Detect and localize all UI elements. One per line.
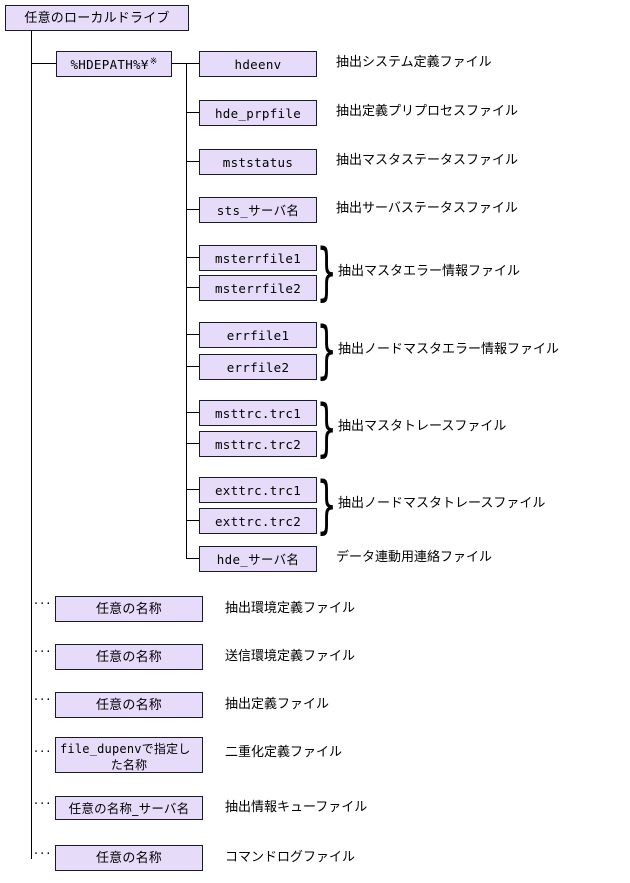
group-description: 抽出マスタトレースファイル: [338, 419, 507, 434]
connector-line: [186, 443, 199, 444]
file-node-label: sts_サーバ名: [216, 202, 300, 218]
group-brace: }: [319, 475, 335, 536]
user-named-node-6[interactable]: 任意の名称: [55, 845, 203, 871]
connector-line: [186, 366, 199, 367]
file-node-label: mststatus: [222, 154, 294, 170]
group-description: 抽出ノードマスタトレースファイル: [338, 496, 546, 511]
group-brace: }: [319, 398, 335, 459]
dotted-connector: ···: [34, 693, 53, 708]
file-node-errfile2[interactable]: errfile2: [199, 354, 317, 380]
file-node-label: msterrfile2: [214, 280, 302, 296]
file-node-msterrfile1[interactable]: msterrfile1: [199, 245, 317, 271]
dotted-connector: ···: [34, 597, 53, 612]
root-node-label: 任意のローカルドライブ: [24, 10, 170, 26]
file-node-label: errfile2: [226, 359, 290, 375]
group-description: 抽出ノードマスタエラー情報ファイル: [338, 342, 560, 357]
file-node-label: hdeenv: [234, 56, 282, 72]
connector-line: [186, 489, 199, 490]
file-description: 送信環境定義ファイル: [225, 649, 356, 664]
user-named-node-label: 任意の名称: [95, 649, 162, 665]
footnote-marker: ※: [149, 57, 158, 68]
file-node-label: msttrc.trc1: [214, 405, 302, 421]
hdepath-branch-line: [31, 63, 56, 64]
connector-line: [186, 161, 199, 162]
file-node-label: msttrc.trc2: [214, 436, 302, 452]
dotted-connector: ···: [34, 645, 53, 660]
user-named-node-3[interactable]: 任意の名称: [55, 692, 203, 718]
file-node-mststatus[interactable]: mststatus: [199, 149, 317, 175]
dotted-connector: ···: [34, 847, 53, 862]
connector-line: [186, 63, 199, 64]
connector-line: [186, 334, 199, 335]
file-node-label: hde_prpfile: [214, 105, 302, 121]
file-description: 抽出情報キューファイル: [225, 800, 368, 815]
connector-line: [186, 558, 199, 559]
file-node-sts-server[interactable]: sts_サーバ名: [199, 197, 317, 223]
connector-line: [186, 112, 199, 113]
connector-line: [186, 520, 199, 521]
group-description: 抽出マスタエラー情報ファイル: [338, 264, 521, 279]
file-description: 抽出マスタステータスファイル: [336, 153, 519, 168]
file-node-msttrc-trc2[interactable]: msttrc.trc2: [199, 431, 317, 457]
connector-line: [186, 209, 199, 210]
file-description: 抽出定義ファイル: [225, 697, 330, 712]
user-named-node-1[interactable]: 任意の名称: [55, 596, 203, 622]
file-node-label: hde_サーバ名: [216, 551, 300, 567]
file-node-msterrfile2[interactable]: msterrfile2: [199, 275, 317, 301]
file-description: 抽出サーバステータスファイル: [336, 201, 518, 216]
file-description: コマンドログファイル: [225, 850, 356, 865]
dotted-connector: ···: [34, 797, 53, 812]
file-node-label: exttrc.trc1: [214, 482, 302, 498]
file-node-msttrc-trc1[interactable]: msttrc.trc1: [199, 400, 317, 426]
file-description: 抽出システム定義ファイル: [336, 55, 492, 70]
file-node-errfile1[interactable]: errfile1: [199, 322, 317, 348]
user-named-node-label-line2: た名称: [110, 758, 148, 772]
group-brace: }: [319, 320, 335, 382]
user-named-node-label: 任意の名称: [95, 850, 162, 866]
root-trunk-line: [31, 31, 32, 859]
group-brace: }: [319, 243, 335, 303]
connector-line: [186, 412, 199, 413]
file-node-exttrc-trc2[interactable]: exttrc.trc2: [199, 508, 317, 534]
user-named-node-5[interactable]: 任意の名称_サーバ名: [55, 796, 203, 820]
file-node-exttrc-trc1[interactable]: exttrc.trc1: [199, 477, 317, 503]
user-named-node-label: 任意の名称: [95, 601, 162, 617]
file-node-hdeenv[interactable]: hdeenv: [199, 51, 317, 77]
file-node-hde_prpfile[interactable]: hde_prpfile: [199, 100, 317, 126]
dotted-connector: ···: [34, 745, 53, 760]
hdepath-trunk-line: [186, 63, 187, 558]
file-node-hde-server[interactable]: hde_サーバ名: [199, 546, 317, 572]
user-named-node-label: 任意の名称: [95, 697, 162, 713]
root-node-box[interactable]: 任意のローカルドライブ: [5, 5, 189, 31]
connector-line: [186, 257, 199, 258]
user-named-node-label-line1: file_dupenvで指定し: [60, 742, 191, 756]
connector-line: [186, 287, 199, 288]
file-node-label: errfile1: [226, 327, 290, 343]
user-named-node-label: 任意の名称_サーバ名: [68, 800, 190, 816]
file-description: 抽出環境定義ファイル: [225, 601, 356, 616]
file-node-label: exttrc.trc2: [214, 513, 302, 529]
file-description: データ連動用連絡ファイル: [336, 550, 493, 565]
file-description: 抽出定義プリプロセスファイル: [336, 104, 519, 119]
hdepath-node-box[interactable]: %HDEPATH%¥※: [56, 51, 172, 77]
hdepath-stub-line: [172, 63, 186, 64]
hdepath-node-label: %HDEPATH%¥※: [70, 57, 158, 73]
file-node-label: msterrfile1: [214, 250, 302, 266]
file-description: 二重化定義ファイル: [225, 745, 343, 760]
user-named-node-2[interactable]: 任意の名称: [55, 644, 203, 670]
user-named-node-4[interactable]: file_dupenvで指定し た名称: [55, 737, 203, 773]
